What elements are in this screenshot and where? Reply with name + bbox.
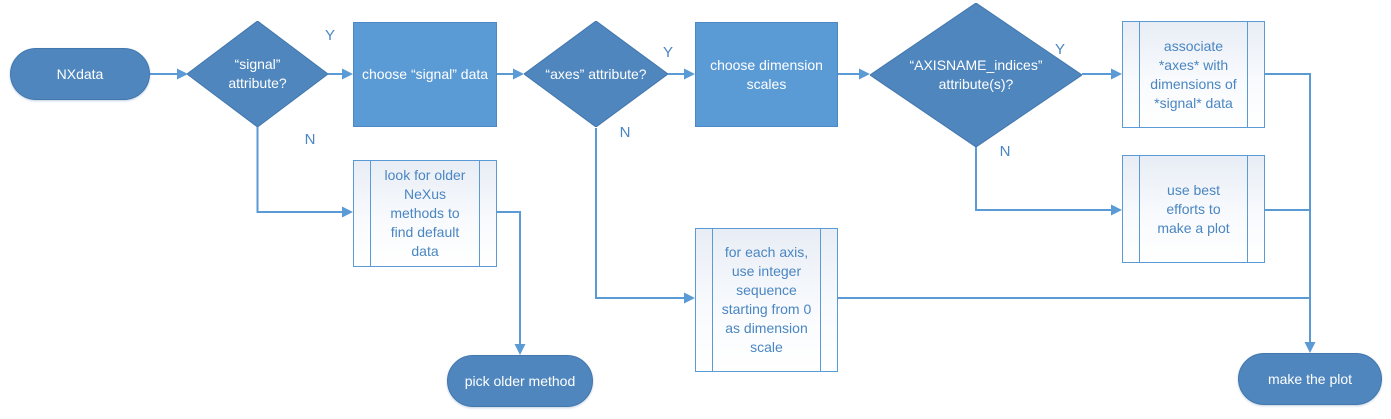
decision-axes-attribute: “axes” attribute? [524, 21, 668, 127]
decision-signal-attribute-label: “signal” attribute? [228, 56, 287, 91]
subroutine-associate-axes-with-dimensions-label: associate *axes* with dimensions of *sig… [1150, 37, 1237, 111]
branch-label-signal-yes: Y [324, 27, 335, 44]
subroutine-integer-sequence-dimension-scale: for each axis, use integer sequence star… [695, 228, 838, 372]
arrowhead-indices-decision [859, 68, 870, 80]
branch-label-axes-yes: Y [662, 44, 673, 61]
subroutine-look-for-older-nexus-methods-label: look for older NeXus methods to find def… [384, 167, 466, 259]
subroutine-use-best-efforts-label: use best efforts to make a plot [1157, 181, 1230, 236]
connector-older-to-pick [497, 211, 521, 344]
connector-indices-no [975, 147, 1111, 211]
branch-label-axes-no: N [619, 124, 631, 141]
terminator-make-the-plot: make the plot [1238, 353, 1382, 405]
connector-signal-no [256, 127, 342, 213]
diamond-shape [187, 21, 328, 127]
decision-signal-attribute: “signal” attribute? [187, 21, 328, 127]
diamond-shape [524, 21, 668, 127]
subroutine-look-for-older-nexus-methods: look for older NeXus methods to find def… [353, 160, 497, 267]
subroutine-side-bar-right [820, 229, 821, 371]
subroutine-side-bar-left [1139, 22, 1140, 127]
decision-axisname-indices-attribute-label: “AXISNAME_indices” attribute(s)? [909, 57, 1043, 92]
terminator-start: NXdata [10, 48, 150, 100]
arrowhead-older-methods [342, 206, 353, 218]
subroutine-side-bar-right [1247, 22, 1248, 127]
arrowhead-dimension-scales [684, 68, 695, 80]
subroutine-side-bar-left [1139, 156, 1140, 262]
terminator-pick-older-method-label: pick older method [464, 372, 576, 389]
arrowhead-integer-sequence [684, 292, 695, 304]
branch-label-signal-no: N [304, 131, 316, 148]
subroutine-side-bar-left [370, 161, 371, 266]
process-choose-dimension-scales: choose dimension scales [695, 22, 838, 127]
diamond-shape [870, 3, 1082, 147]
branch-label-indices-yes: Y [1054, 41, 1065, 58]
subroutine-associate-axes-with-dimensions: associate *axes* with dimensions of *sig… [1122, 21, 1265, 128]
decision-axisname-indices-attribute: “AXISNAME_indices” attribute(s)? [870, 3, 1082, 147]
branch-label-indices-no: N [999, 143, 1011, 160]
arrowhead-choose-signal [342, 68, 353, 80]
arrowhead-pick-older [514, 344, 526, 355]
arrowhead-associate-axes [1111, 68, 1122, 80]
terminator-pick-older-method: pick older method [447, 355, 593, 407]
process-choose-signal-data: choose “signal” data [353, 22, 497, 127]
arrowhead-best-efforts [1111, 204, 1122, 216]
arrowhead-signal [177, 68, 188, 80]
subroutine-use-best-efforts: use best efforts to make a plot [1122, 155, 1265, 263]
terminator-start-label: NXdata [56, 65, 104, 82]
subroutine-side-bar-right [1247, 156, 1248, 262]
subroutine-side-bar-right [479, 161, 480, 266]
terminator-make-the-plot-label: make the plot [1267, 370, 1353, 387]
process-choose-dimension-scales-label: choose dimension scales [710, 56, 823, 92]
connector-axes-no [595, 128, 684, 299]
subroutine-integer-sequence-dimension-scale-label: for each axis, use integer sequence star… [721, 244, 812, 355]
connector-associate-to-make-plot [1265, 73, 1311, 342]
arrowhead-make-plot [1304, 342, 1316, 353]
arrowhead-axes-decision [513, 68, 524, 80]
process-choose-signal-data-label: choose “signal” data [361, 66, 489, 82]
decision-axes-attribute-label: “axes” attribute? [545, 65, 647, 82]
subroutine-side-bar-left [712, 229, 713, 371]
